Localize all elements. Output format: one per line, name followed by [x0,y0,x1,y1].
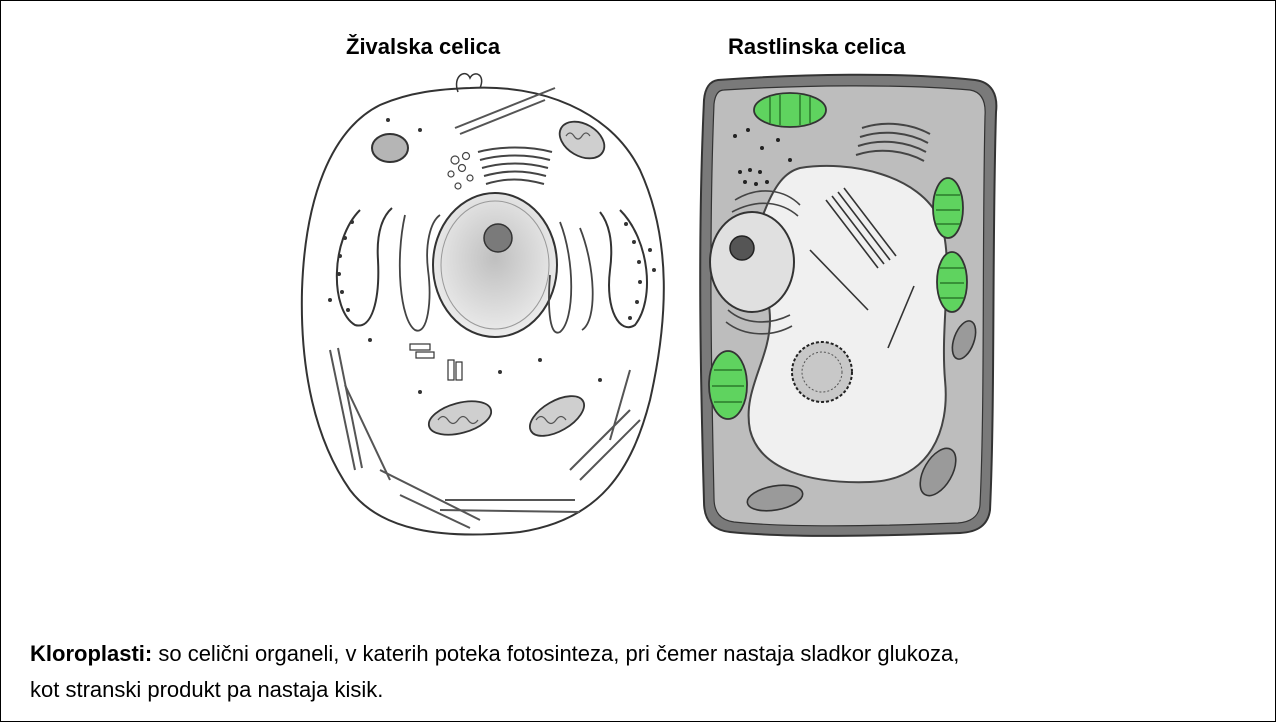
caption-line1: so celični organeli, v katerih poteka fo… [152,641,959,666]
animal-lysosome [372,134,408,162]
chloroplast-definition: Kloroplasti: so celični organeli, v kate… [30,636,1245,708]
plant-starch-granule [792,342,852,402]
animal-cell [302,74,664,535]
chloroplast [754,93,826,127]
plant-nucleolus [730,236,754,260]
plant-nucleus [710,212,794,312]
chloroplast [933,178,963,238]
plant-cell [700,75,996,536]
animal-nucleolus [484,224,512,252]
caption-term: Kloroplasti: [30,641,152,666]
chloroplast [709,351,747,419]
caption-line2: kot stranski produkt pa nastaja kisik. [30,677,383,702]
chloroplast [937,252,967,312]
plant-vacuole [749,166,947,482]
animal-nucleus [433,193,557,337]
